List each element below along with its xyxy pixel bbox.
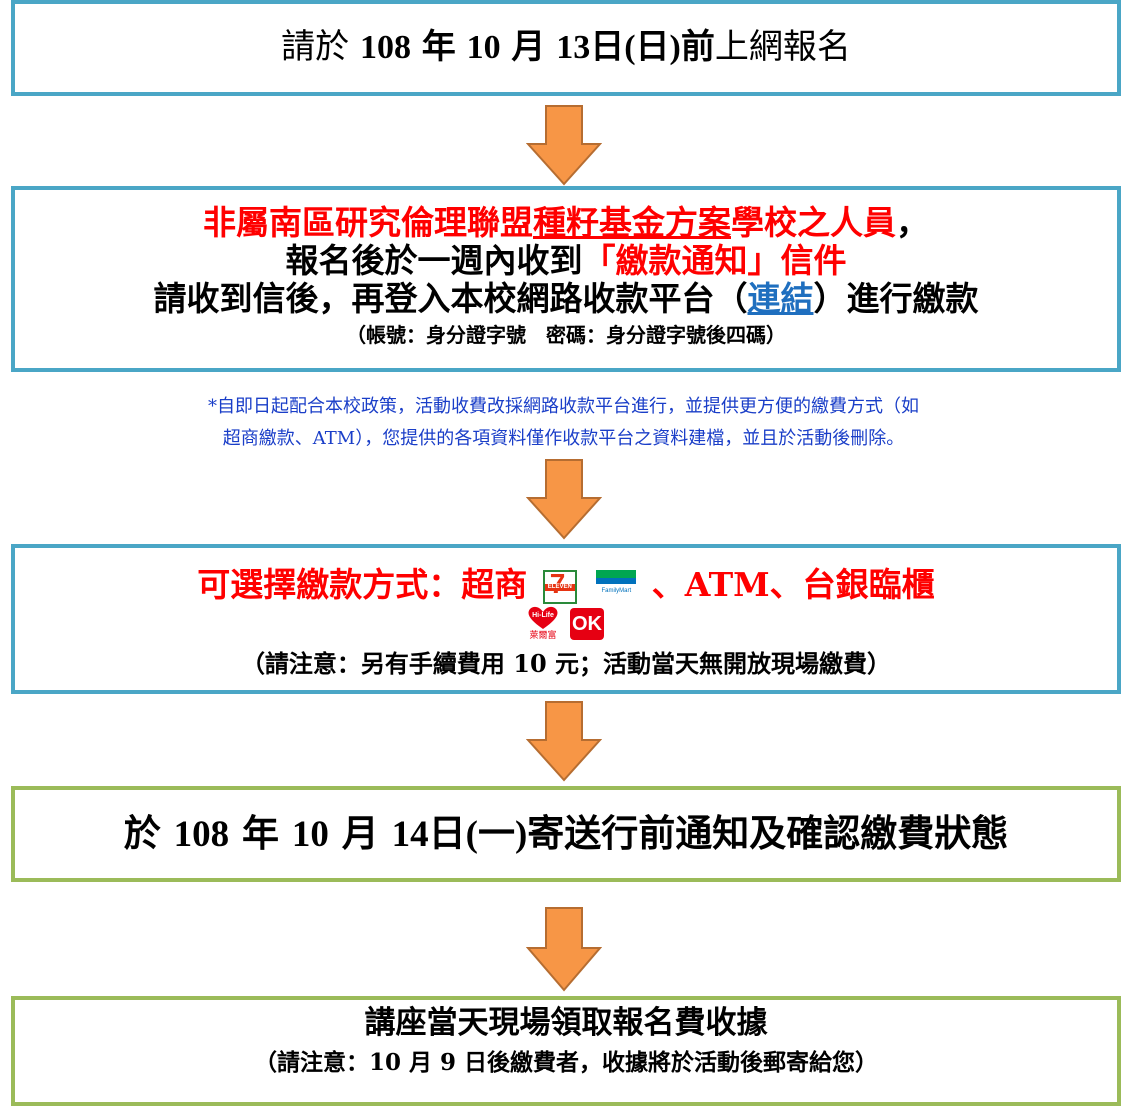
down-arrow-icon <box>526 701 602 782</box>
hilife-chinese-text: 萊爾富 <box>529 630 557 640</box>
down-arrow-icon <box>526 105 602 186</box>
step5-note: （請注意：10 月 9 日後繳費者，收據將於活動後郵寄給您） <box>253 1048 879 1076</box>
step4-month-unit: 月 <box>341 810 379 855</box>
step2-line2-red: 「繳款通知」信件 <box>582 240 847 280</box>
down-arrow-icon <box>526 907 602 992</box>
step1-weekday: (日) <box>624 29 681 67</box>
step2-line3-a: 請收到信後，再登入本校網路收款平台（ <box>153 278 748 318</box>
seven-eleven-number: 7 <box>550 568 566 600</box>
step4-box: 於 108 年 10 月 14日(一)寄送行前通知及確認繳費狀態 <box>11 786 1121 882</box>
step1-month-unit: 月 <box>511 27 546 68</box>
step3-box: 可選擇繳款方式：超商 7 ELEVEN FamilyMart 、ATM、台銀臨櫃… <box>11 544 1121 694</box>
step3-label: 可選擇繳款方式：超商 <box>197 565 528 604</box>
step1-year-unit: 年 <box>421 27 456 68</box>
step2-line1: 非屬南區研究倫理聯盟種籽基金方案學校之人員， <box>203 204 929 242</box>
step4-day-unit: 日 <box>428 810 466 855</box>
step3-fee-note: （請注意：另有手續費用 10 元；活動當天無開放現場繳費） <box>240 649 892 678</box>
step1-day-unit: 日 <box>590 27 625 68</box>
ok-mart-logo: OK <box>570 608 604 640</box>
step1-text: 請於 108 年 10 月 13日(日)前上網報名 <box>281 28 851 67</box>
step4-month: 10 <box>291 813 329 855</box>
down-arrow-icon <box>526 459 602 540</box>
step1-month: 10 <box>466 29 501 67</box>
step2-line2: 報名後於一週內收到「繳款通知」信件 <box>285 240 847 280</box>
step2-comma: ， <box>896 203 929 242</box>
step2-box: 非屬南區研究倫理聯盟種籽基金方案學校之人員， 報名後於一週內收到「繳款通知」信件… <box>11 186 1121 372</box>
familymart-logo: FamilyMart <box>596 570 637 604</box>
step4-weekday: (一) <box>465 813 528 855</box>
step3-line1: 可選擇繳款方式：超商 7 ELEVEN FamilyMart 、ATM、台銀臨櫃 <box>197 565 935 604</box>
seven-eleven-text: ELEVEN <box>544 584 575 591</box>
step2-line2-a: 報名後於一週內收到 <box>285 240 583 280</box>
payment-platform-link[interactable]: 連結 <box>747 278 814 318</box>
familymart-text: FamilyMart <box>601 588 632 594</box>
step2-line3: 請收到信後，再登入本校網路收款平台（連結）進行繳款 <box>153 278 979 318</box>
step3-logos-row: Hi-Life 萊爾富 OK <box>526 606 606 644</box>
step2-red-c: 學校之人員 <box>731 203 896 242</box>
notice-line2: 超商繳款、ATM），您提供的各項資料僅作收款平台之資料建檔，並且於活動後刪除。 <box>222 428 905 449</box>
step3-suffix: 、ATM、台銀臨櫃 <box>651 565 935 604</box>
step2-red-b: 種籽基金方案 <box>533 203 731 242</box>
step4-prefix: 於 <box>123 810 161 855</box>
step4-day: 14 <box>391 813 429 855</box>
step2-account-note: （帳號：身分證字號 密碼：身分證字號後四碼） <box>346 322 786 347</box>
step4-year-unit: 年 <box>241 810 279 855</box>
step1-day: 13 <box>556 29 591 67</box>
hilife-text: Hi-Life <box>532 612 554 619</box>
step2-line3-b: ）進行繳款 <box>813 278 979 318</box>
step4-year: 108 <box>173 813 230 855</box>
step1-suffix: 上網報名 <box>714 27 851 68</box>
step5-title: 講座當天現場領取報名費收據 <box>364 1005 768 1041</box>
step2-red-a: 非屬南區研究倫理聯盟 <box>203 203 533 242</box>
step1-year: 108 <box>359 29 411 67</box>
notice-line1: *自即日起配合本校政策，活動收費改採網路收款平台進行，並提供更方便的繳費方式（如 <box>208 396 919 417</box>
ok-text: OK <box>572 613 602 635</box>
step4-text: 於 108 年 10 月 14日(一)寄送行前通知及確認繳費狀態 <box>123 810 1009 857</box>
step1-box: 請於 108 年 10 月 13日(日)前上網報名 <box>11 0 1121 96</box>
hilife-logo: Hi-Life 萊爾富 <box>526 606 560 642</box>
step4-suffix: 寄送行前通知及確認繳費狀態 <box>527 810 1009 855</box>
step1-before: 前 <box>680 27 715 68</box>
step1-prefix: 請於 <box>281 27 350 68</box>
seven-eleven-logo: 7 ELEVEN <box>542 568 577 604</box>
